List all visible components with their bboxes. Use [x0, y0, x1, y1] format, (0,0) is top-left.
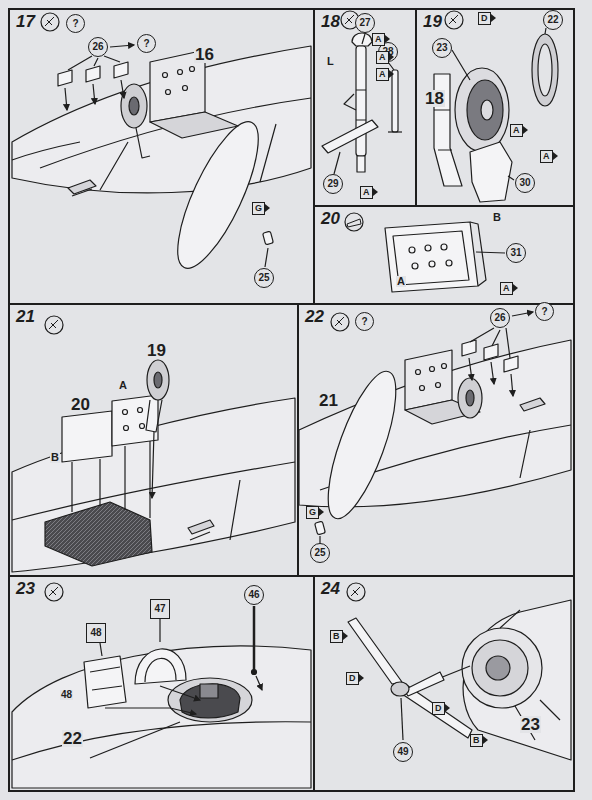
step-number: 21: [16, 307, 35, 327]
callout-number: ?: [143, 39, 149, 49]
part-callout: 47: [150, 599, 170, 619]
callout-number: 48: [90, 628, 101, 638]
help-icon: ?: [355, 312, 374, 331]
step-panel: 17? 26? 25: [8, 8, 315, 305]
callout-number: 26: [92, 42, 103, 52]
part-callout: 26: [88, 37, 108, 57]
assembly-number: 22: [62, 730, 83, 747]
part-callout: 23: [432, 38, 452, 58]
part-callout: 27: [355, 13, 375, 33]
part-callout: 22: [543, 10, 563, 30]
part-callout: 26: [490, 308, 510, 328]
sprue-letter: A: [372, 33, 385, 46]
callout-number: 22: [547, 15, 558, 25]
callout-number: ?: [541, 307, 547, 317]
sprue-letter: A: [540, 150, 553, 163]
sprue-letter: D: [478, 12, 491, 25]
part-letter: B: [50, 452, 60, 463]
callout-number: 31: [510, 248, 521, 258]
callout-number: 25: [314, 548, 325, 558]
callout-number: 26: [494, 313, 505, 323]
callout-number: 47: [154, 604, 165, 614]
sprue-letter: G: [252, 202, 265, 215]
step-number: 22: [305, 307, 324, 327]
step-number: 17: [16, 12, 35, 32]
callout-number: 29: [327, 179, 338, 189]
help-icon: ?: [137, 34, 156, 53]
step-panel: 22? 26? 25: [297, 303, 575, 577]
assembly-number: 20: [70, 396, 91, 413]
callout-number: ?: [72, 19, 78, 29]
assembly-number: 18: [424, 90, 445, 107]
part-callout: 30: [515, 173, 535, 193]
step-panel: 18272829: [313, 8, 417, 207]
part-callout: 25: [310, 543, 330, 563]
callout-number: ?: [361, 317, 367, 327]
step-number: 20: [321, 209, 340, 229]
part-callout: 48: [86, 623, 106, 643]
callout-number: 27: [359, 18, 370, 28]
sprue-letter: A: [376, 51, 389, 64]
part-letter: A: [118, 380, 128, 391]
help-icon: ?: [66, 14, 85, 33]
callout-number: 30: [519, 178, 530, 188]
sprue-letter: B: [470, 734, 483, 747]
assembly-number: 16: [194, 46, 215, 63]
sprue-letter: D: [432, 702, 445, 715]
part-callout: 29: [323, 174, 343, 194]
part-callout: 46: [244, 585, 264, 605]
step-number: 23: [16, 579, 35, 599]
sprue-letter: A: [510, 124, 523, 137]
callout-number: 25: [258, 273, 269, 283]
step-number: 24: [321, 579, 340, 599]
step-number: 18: [321, 12, 340, 32]
part-callout: 49: [393, 742, 413, 762]
callout-number: 46: [248, 590, 259, 600]
part-letter: B: [492, 212, 502, 223]
step-panel: 2031: [313, 205, 575, 305]
sprue-letter: B: [330, 630, 343, 643]
step-panel: 23 47 48 46: [8, 575, 315, 792]
part-callout: 31: [506, 243, 526, 263]
sprue-letter: D: [346, 672, 359, 685]
sprue-letter: A: [376, 68, 389, 81]
part-callout: 25: [254, 268, 274, 288]
sprue-letter: G: [306, 506, 319, 519]
part-letter: A: [396, 276, 406, 287]
sprue-letter: A: [500, 282, 513, 295]
help-icon: ?: [535, 302, 554, 321]
step-number: 19: [423, 12, 442, 32]
assembly-number: 23: [520, 716, 541, 733]
assembly-number: 19: [146, 342, 167, 359]
callout-number: 49: [397, 747, 408, 757]
part-letter: 48: [60, 690, 73, 700]
part-letter: L: [326, 56, 335, 67]
assembly-number: 21: [318, 392, 339, 409]
callout-number: 23: [436, 43, 447, 53]
step-panel: 19 22 23 30: [415, 8, 575, 207]
sprue-letter: A: [360, 186, 373, 199]
